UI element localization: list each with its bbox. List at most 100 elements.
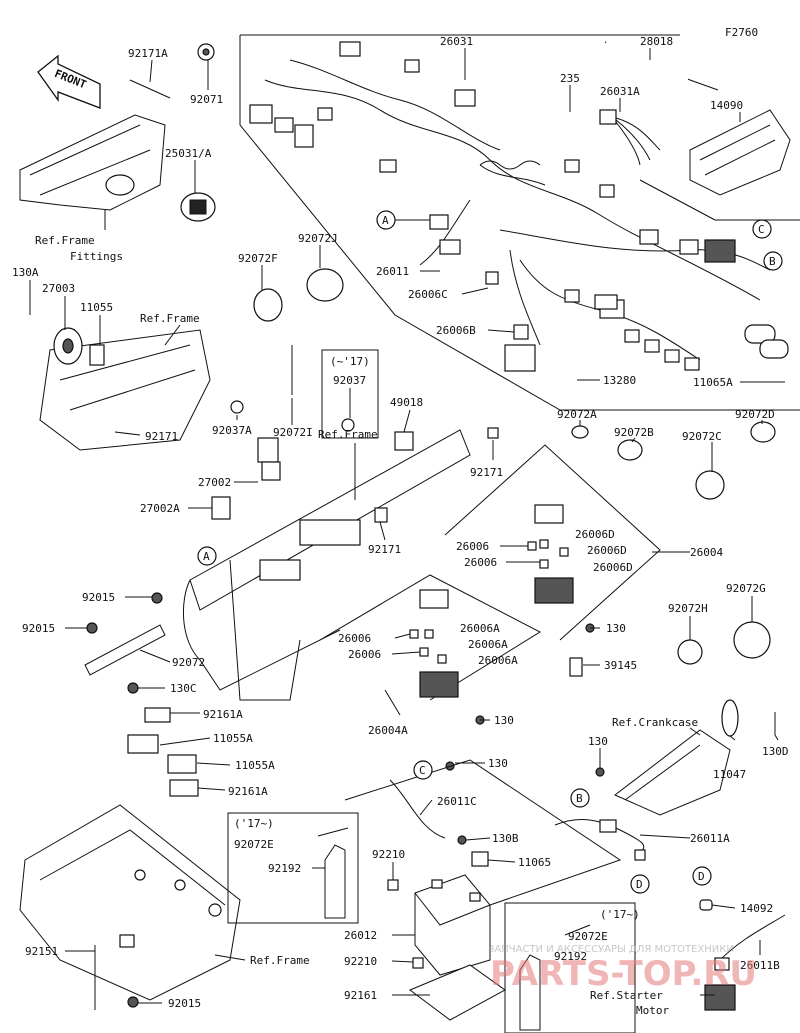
callout-C-lower: C	[413, 760, 433, 780]
label-26004A: 26004A	[368, 724, 408, 737]
svg-text:A: A	[382, 214, 389, 227]
label-92072A: 92072A	[557, 408, 597, 421]
label-130D: 130D	[762, 745, 789, 758]
label-92037: 92037	[333, 374, 366, 387]
label-11055A-1: 11055A	[213, 732, 253, 745]
cable-26011A	[554, 819, 646, 861]
label-92161A-1: 92161A	[203, 708, 243, 721]
label-11055: 11055	[80, 301, 113, 314]
bracket-11055	[89, 344, 105, 366]
fuse-box-26004A-region	[319, 574, 542, 701]
frame-tube-center	[182, 429, 471, 701]
label-92171-center: 92171	[368, 543, 401, 556]
callout-A-upper: A	[376, 210, 430, 230]
relay-27002A	[211, 496, 231, 520]
label-92015-left: 92015	[22, 622, 55, 635]
relay-27002	[257, 437, 281, 481]
leader-lines	[29, 48, 785, 1004]
grommet-92071	[197, 43, 215, 61]
label-27002: 27002	[198, 476, 231, 489]
label-26031A: 26031A	[600, 85, 640, 98]
label-ref-starter-1: Ref.Starter	[590, 989, 663, 1002]
label-92072E-1: 92072E	[234, 838, 274, 851]
part-labels: 92171A 92071 26031 28018 235 26031A 1409…	[12, 35, 789, 1017]
watermark-line2: PARTS-TOP.RU	[490, 954, 757, 994]
band-92072C	[695, 470, 725, 500]
label-92161A-2: 92161A	[228, 785, 268, 798]
callout-A-lower: A	[197, 546, 217, 566]
skid-plate	[19, 804, 241, 1010]
box-17-92037	[321, 349, 379, 439]
band-92072H	[677, 639, 703, 665]
harness-26031A	[599, 109, 661, 166]
label-26006-c: 26006	[338, 632, 371, 645]
label-14090: 14090	[710, 99, 743, 112]
callout-D-lower: D	[630, 874, 650, 894]
label-39145: 39145	[604, 659, 637, 672]
svg-text:B: B	[576, 792, 583, 805]
horn-27003	[53, 327, 83, 365]
frame-left-section	[39, 329, 211, 451]
label-92037A: 92037A	[212, 424, 252, 437]
label-92072I: 92072I	[273, 426, 313, 439]
connector-49018	[394, 431, 414, 451]
label-26006-a: 26006	[456, 540, 489, 553]
label-11065A: 11065A	[693, 376, 733, 389]
figure-code: F2760	[725, 26, 758, 39]
label-92072F: 92072F	[238, 252, 278, 265]
label-49018: 49018	[390, 396, 423, 409]
callout-B-lower: B	[570, 788, 590, 808]
fuse-box-26004-region	[444, 444, 661, 641]
label-27002A: 27002A	[140, 502, 180, 515]
callout-C-upper: C	[752, 219, 772, 239]
label-92151: 92151	[25, 945, 58, 958]
label-26006A-2: 26006A	[468, 638, 508, 651]
label-27003: 27003	[42, 282, 75, 295]
starter-motor-section	[699, 899, 786, 1011]
svg-text:D: D	[698, 870, 705, 883]
label-11047: 11047	[713, 768, 746, 781]
label-ref-crankcase: Ref.Crankcase	[612, 716, 698, 729]
label-92072H: 92072H	[668, 602, 708, 615]
label-26006-b: 26006	[464, 556, 497, 569]
battery-26012	[344, 759, 622, 1021]
label-130-fuse: 130	[606, 622, 626, 635]
label-235: 235	[560, 72, 580, 85]
meter-25031	[105, 174, 216, 222]
label-130-crankcase: 130	[588, 735, 608, 748]
label-26031: 26031	[440, 35, 473, 48]
clamp-92171A	[129, 79, 171, 99]
label-26006A-1: 26006A	[460, 622, 500, 635]
label-92171-left: 92171	[145, 430, 178, 443]
front-arrow-icon: FRONT	[37, 54, 101, 109]
label-92171-right: 92171	[470, 466, 503, 479]
label-11065: 11065	[518, 856, 551, 869]
label-92015-bottom: 92015	[168, 997, 201, 1010]
band-92072F	[253, 288, 283, 322]
label-26006C: 26006C	[408, 288, 448, 301]
label-26011B: 26011B	[740, 959, 780, 972]
clip-92037A	[230, 400, 244, 414]
band-92072G	[733, 621, 771, 659]
label-92072E-2: 92072E	[568, 930, 608, 943]
label-ref-frame-1: Ref.Frame	[140, 312, 200, 325]
label-26006A-3: 26006A	[478, 654, 518, 667]
label-26012: 26012	[344, 929, 377, 942]
label-year-17-c: ('17~)	[600, 908, 640, 921]
main-harness-26031	[249, 41, 789, 372]
clip-92171-upper	[487, 427, 499, 439]
label-130-fuse-lower: 130	[494, 714, 514, 727]
block-39145	[569, 657, 583, 677]
box-17-92072E-lower	[504, 902, 636, 1033]
label-26006B: 26006B	[436, 324, 476, 337]
label-130A: 130A	[12, 266, 39, 279]
svg-text:C: C	[419, 764, 426, 777]
cover-14090	[689, 109, 791, 196]
band-92072A	[571, 425, 589, 439]
label-14092: 14092	[740, 902, 773, 915]
label-26006D-2: 26006D	[587, 544, 627, 557]
plate-92072	[84, 592, 166, 676]
harness-region-outline	[239, 34, 800, 411]
bracket-11055A-set	[127, 682, 199, 797]
